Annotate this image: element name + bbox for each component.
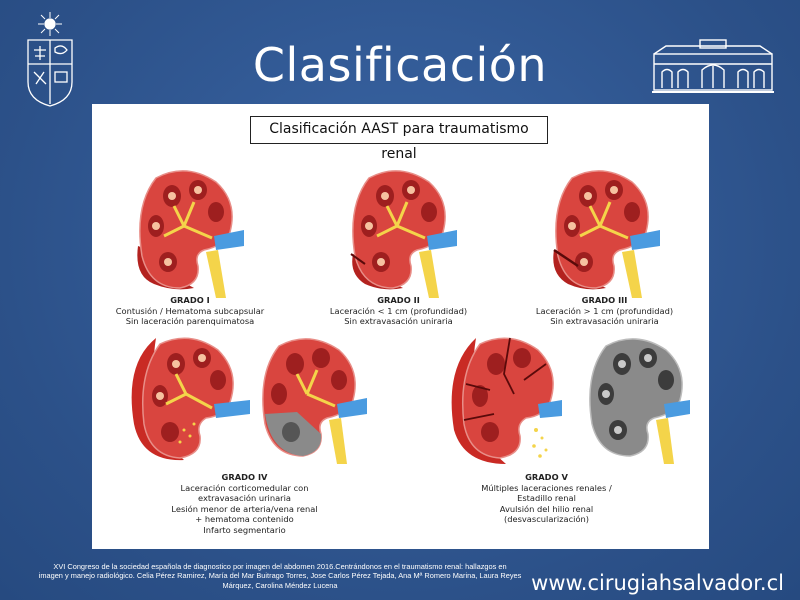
grade-4-caption: GRADO IV Laceración corticomedular con e… (152, 472, 337, 536)
footnote-line-2: imagen y manejo radiológico. Celia Pérez… (38, 571, 522, 581)
grade-1-name: GRADO I (170, 295, 210, 305)
grade-3-line-2: Sin extravasación uniraria (550, 316, 659, 327)
grade-3-caption: GRADO III Laceración > 1 cm (profundidad… (512, 295, 697, 327)
grade-2-name: GRADO II (377, 295, 420, 305)
kidney-grade-2-illustration (350, 170, 457, 298)
kidney-grade-3-illustration (553, 170, 660, 298)
kidney-grade-5-shattered-illustration (451, 337, 562, 464)
kidney-grade-5-devascularized-illustration (589, 338, 690, 464)
university-crest-logo (27, 12, 73, 107)
grade-2-caption: GRADO II Laceración < 1 cm (profundidad)… (306, 295, 491, 327)
kidney-grade-4-hematoma-illustration (131, 337, 250, 461)
hospital-building-logo (652, 39, 774, 93)
grade-5-name: GRADO V (525, 472, 568, 482)
grade-2-line-1: Laceración < 1 cm (profundidad) (329, 305, 468, 316)
grade-4-line-4: + hematoma contenido (195, 514, 294, 525)
source-footnote: XVI Congreso de la sociedad española de … (0, 562, 560, 590)
grade-4-line-1: Laceración corticomedular con (180, 482, 309, 493)
grade-1-caption: GRADO I Contusión / Hematoma subcapsular… (100, 295, 280, 327)
grade-4-line-5: Infarto segmentario (203, 524, 286, 535)
grade-5-line-1: Múltiples laceraciones renales / (481, 482, 612, 493)
aast-figure-panel: Clasificación AAST para traumatismo rena… (92, 104, 709, 549)
footnote-line-1: XVI Congreso de la sociedad española de … (53, 562, 507, 571)
grade-5-line-2: Estadillo renal (517, 493, 576, 504)
website-url: www.cirugiahsalvador.cl (531, 571, 784, 595)
grade-5-line-4: (desvascularización) (503, 514, 590, 525)
footnote-line-3: Márquez, Carolina Méndez Lucena (222, 580, 338, 590)
grade-4-name: GRADO IV (221, 472, 268, 482)
kidney-grade-4-infarct-illustration (262, 338, 367, 464)
slide-title: Clasificación (252, 38, 548, 92)
grade-3-name: GRADO III (581, 295, 628, 305)
grade-2-line-2: Sin extravasación uniraria (344, 316, 453, 327)
grade-1-line-2: Sin laceración parenquimatosa (125, 316, 255, 327)
figure-title: Clasificación AAST para traumatismo rena… (250, 116, 548, 162)
grade-3-line-1: Laceración > 1 cm (profundidad) (535, 305, 674, 316)
grade-5-line-3: Avulsión del hilio renal (499, 503, 594, 514)
grade-4-line-2: extravasación urinaria (198, 493, 291, 504)
grade-5-caption: GRADO V Múltiples laceraciones renales /… (454, 472, 639, 525)
grade-1-line-1: Contusión / Hematoma subcapsular (115, 305, 265, 316)
kidney-grade-1-illustration (137, 170, 244, 298)
grade-4-line-3: Lesión menor de arteria/vena renal (171, 503, 318, 514)
